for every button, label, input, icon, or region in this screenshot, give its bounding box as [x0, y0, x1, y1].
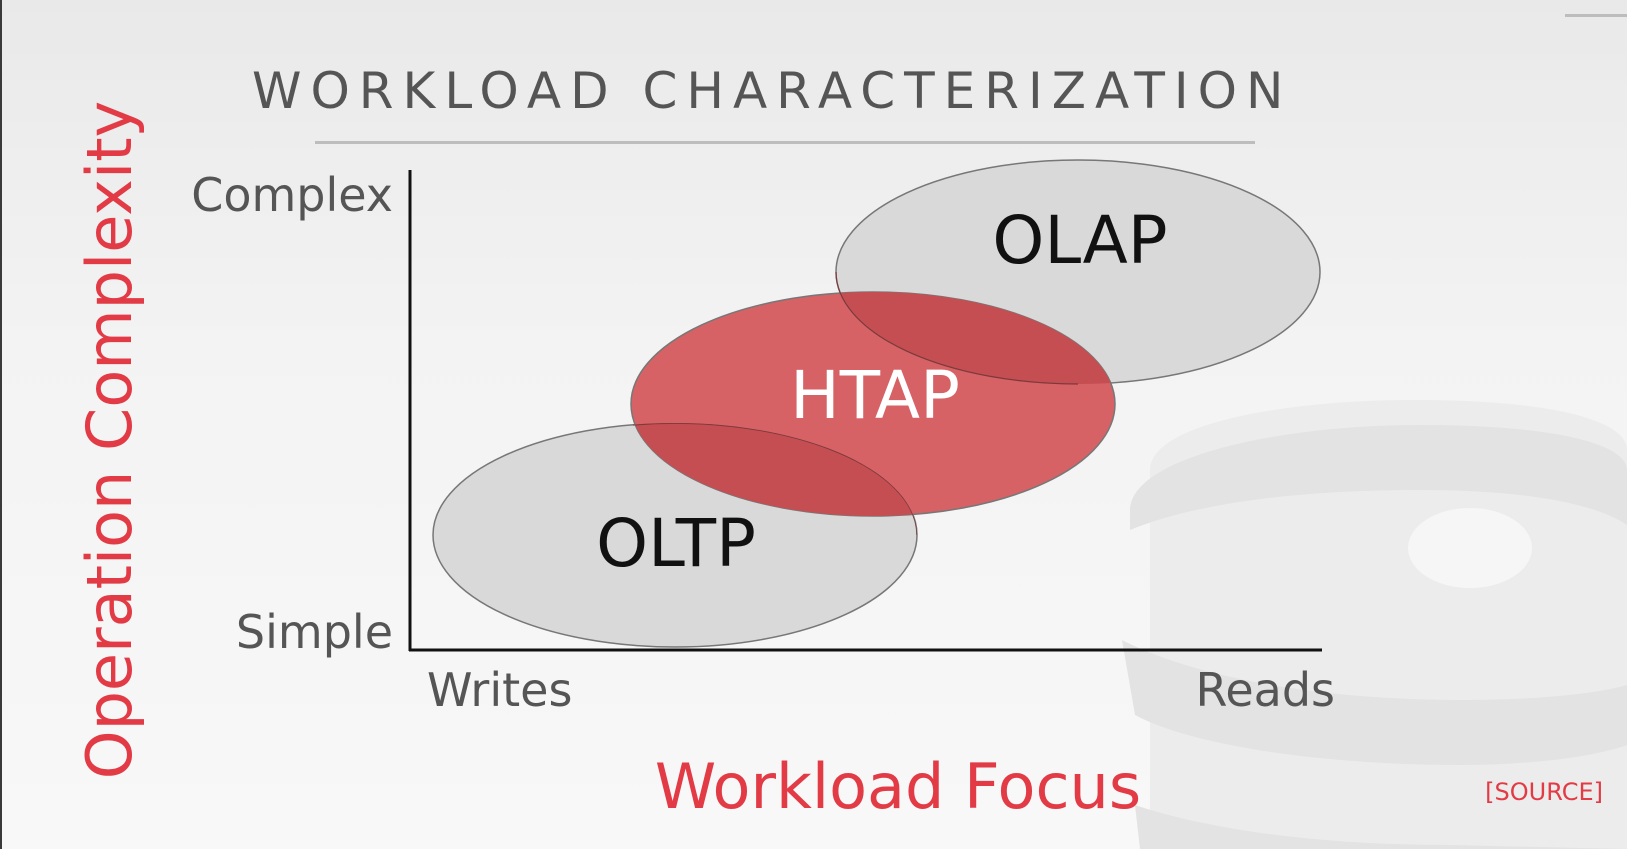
y-tick-simple: Simple: [236, 605, 393, 659]
y-tick-complex: Complex: [191, 168, 393, 222]
y-axis-title: Operation Complexity: [73, 101, 146, 779]
slide-left-border: [0, 0, 2, 849]
olap-label: OLAP: [992, 202, 1167, 279]
source-link[interactable]: [SOURCE]: [1485, 778, 1603, 806]
x-axis-title: Workload Focus: [655, 750, 1141, 823]
x-tick-reads: Reads: [1195, 663, 1335, 717]
oltp-label: OLTP: [596, 505, 756, 582]
htap-olap-overlap: [836, 292, 1115, 384]
slide-title: WORKLOAD CHARACTERIZATION: [252, 62, 1293, 120]
htap-oltp-overlap: [631, 423, 917, 516]
title-underline: [315, 141, 1255, 144]
corner-decoration: [1565, 14, 1627, 17]
x-tick-writes: Writes: [427, 663, 572, 717]
htap-label: HTAP: [790, 357, 960, 434]
database-icon: [1122, 400, 1627, 849]
